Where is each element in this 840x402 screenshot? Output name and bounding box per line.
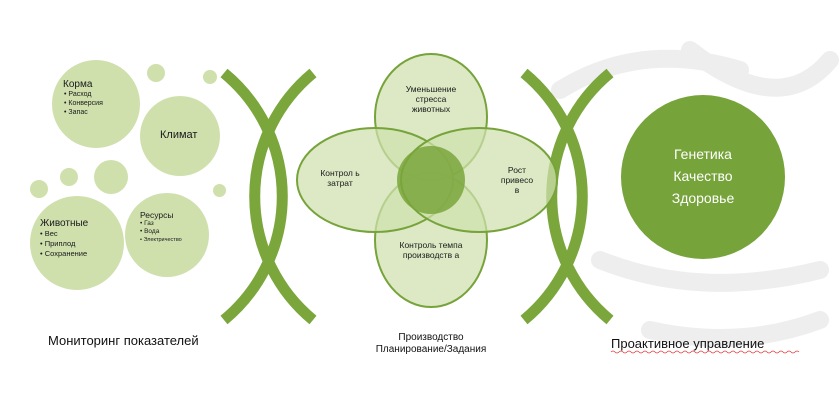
flower-center <box>397 146 465 214</box>
dot-1 <box>147 64 165 82</box>
proactive-label: Здоровье <box>671 190 735 206</box>
animals-item: Приплод <box>40 239 88 249</box>
feed-list: Расход Конверсия Запас <box>64 90 103 117</box>
dot-2 <box>203 70 217 84</box>
animals-title: Животные <box>40 218 89 229</box>
production-caption-line1: Производство <box>398 332 464 343</box>
dot-5 <box>30 180 48 198</box>
climate-circle <box>140 96 220 176</box>
resources-item: Вода <box>140 228 182 236</box>
feed-block: Корма Расход Конверсия Запас <box>63 79 103 117</box>
petal-right-label: Рост привесо в <box>500 165 534 195</box>
proactive-circle <box>621 95 785 259</box>
proactive-label: Генетика <box>674 146 732 162</box>
animals-list: Вес Приплод Сохранение <box>40 229 88 259</box>
bracket-left-2 <box>249 68 317 325</box>
feed-item: Расход <box>64 90 103 99</box>
bracket-right-1 <box>220 68 288 325</box>
feed-item: Конверсия <box>64 99 102 108</box>
climate-title: Климат <box>160 129 198 141</box>
petal-left-label: Контрол ь затрат <box>320 168 360 188</box>
resources-list: Газ Вода Электричество <box>140 220 182 244</box>
dot-6 <box>213 184 226 197</box>
proactive-labels: Генетика Качество Здоровье <box>640 143 766 209</box>
dot-3 <box>60 168 78 186</box>
resources-item: Электричество <box>140 236 181 244</box>
resources-block: Ресурсы Газ Вода Электричество <box>140 210 182 244</box>
proactive-label: Качество <box>673 168 733 184</box>
monitoring-caption: Мониторинг показателей <box>48 333 199 348</box>
spellcheck-squiggle <box>610 350 800 354</box>
dot-4 <box>94 160 128 194</box>
proactive-caption: Проактивное управление <box>611 336 765 351</box>
animals-item: Сохранение <box>40 249 88 259</box>
feed-title: Корма <box>63 79 93 90</box>
production-caption-line2: Планирование/Задания <box>375 344 487 355</box>
resources-item: Газ <box>140 220 182 228</box>
bracket-right-3 <box>520 68 588 325</box>
production-caption: Производство Планирование/Задания <box>356 332 506 356</box>
petal-bottom-label: Контроль темпа производств а <box>399 240 463 260</box>
petal-top-label: Уменьшение стресса животных <box>405 84 457 114</box>
feed-item: Запас <box>64 108 103 117</box>
resources-title: Ресурсы <box>140 210 174 220</box>
animals-item: Вес <box>40 229 88 239</box>
animals-block: Животные Вес Приплод Сохранение <box>40 218 88 259</box>
